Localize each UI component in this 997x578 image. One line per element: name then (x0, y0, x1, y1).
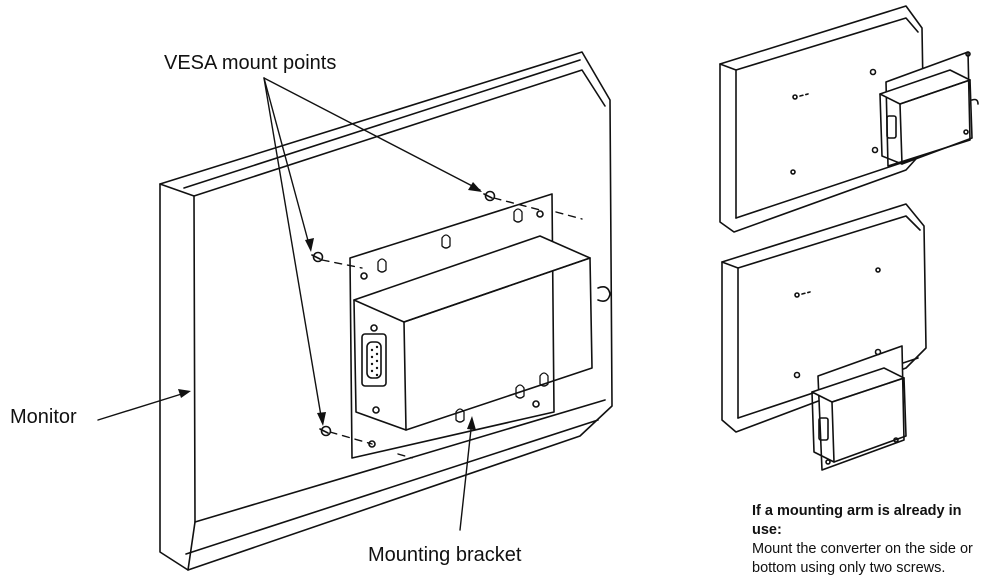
vesa-screws (311, 190, 496, 437)
callout-arrows (97, 77, 481, 531)
note-title: If a mounting arm is already in use: (752, 503, 962, 538)
monitor-bottom-mount (721, 203, 927, 471)
mounting-arm-note: If a mounting arm is already in use: Mou… (752, 502, 992, 578)
arrow-heads (178, 182, 482, 430)
monitor-label: Monitor (10, 406, 77, 428)
vesa-mount-points-label: VESA mount points (164, 52, 337, 74)
alignment-lines (321, 197, 583, 459)
monitor-side-mount (719, 5, 979, 233)
note-line-2: bottom using only two screws. (752, 560, 946, 576)
converter-box (353, 235, 593, 431)
note-line-1: Mount the converter on the side or (752, 541, 973, 557)
mounting-bracket-label: Mounting bracket (368, 544, 522, 566)
